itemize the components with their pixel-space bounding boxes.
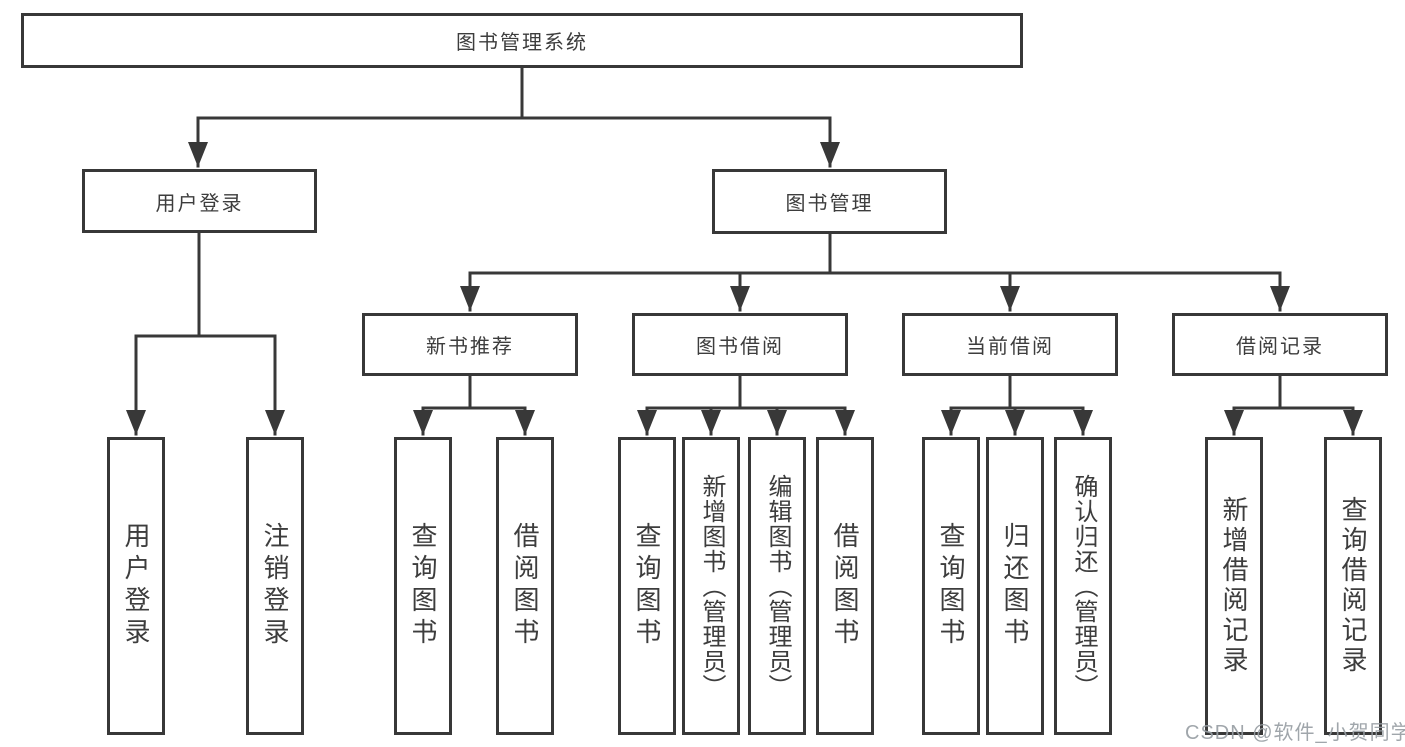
leaf-query-books-borrow: 查询图书 [618,437,676,735]
leaf-query-borrow-record: 查询借阅记录 [1324,437,1382,735]
node-book-management: 图书管理 [712,169,947,234]
node-borrow-records: 借阅记录 [1172,313,1388,376]
leaf-add-borrow-record: 新增借阅记录 [1205,437,1263,735]
node-label: 归还图书 [1000,522,1030,650]
leaf-borrow-books: 借阅图书 [816,437,874,735]
node-label: 查询图书 [408,522,438,650]
node-label: 图书管理 [785,193,874,215]
leaf-borrow-books-recommend: 借阅图书 [496,437,554,735]
node-label: 查询图书 [936,522,966,650]
csdn-watermark: CSDN @软件_小贺同学 [1185,722,1405,744]
leaf-logout: 注销登录 [246,437,304,735]
leaf-edit-books-admin: 编辑图书（管理员） [748,437,806,735]
node-label: 新书推荐 [426,336,514,358]
leaf-query-books-recommend: 查询图书 [394,437,452,735]
node-label: 图书管理系统 [456,32,588,54]
leaf-confirm-return-admin: 确认归还（管理员） [1054,437,1112,735]
node-label: 用户登录 [155,192,244,215]
node-label: 用户登录 [121,522,151,650]
node-label: 注销登录 [260,522,290,650]
node-book-borrow: 图书借阅 [632,313,848,376]
node-label: 新增借阅记录 [1219,496,1249,676]
leaf-add-books-admin: 新增图书（管理员） [682,437,740,735]
node-library-management-system: 图书管理系统 [21,13,1023,68]
node-label: 查询图书 [632,522,662,650]
node-label: 确认归还（管理员） [1070,473,1097,699]
node-current-borrow: 当前借阅 [902,313,1118,376]
node-label: 编辑图书（管理员） [764,473,791,699]
node-label: 查询借阅记录 [1338,496,1368,676]
leaf-return-books: 归还图书 [986,437,1044,735]
node-label: 借阅记录 [1236,336,1324,358]
leaf-query-books-current: 查询图书 [922,437,980,735]
node-user-login: 用户登录 [82,169,317,233]
node-label: 当前借阅 [966,336,1054,358]
leaf-user-login: 用户登录 [107,437,165,735]
node-label: 借阅图书 [510,522,540,650]
node-label: 借阅图书 [830,522,860,650]
node-new-book-recommend: 新书推荐 [362,313,578,376]
node-label: 新增图书（管理员） [698,473,725,699]
node-label: 图书借阅 [696,336,784,358]
